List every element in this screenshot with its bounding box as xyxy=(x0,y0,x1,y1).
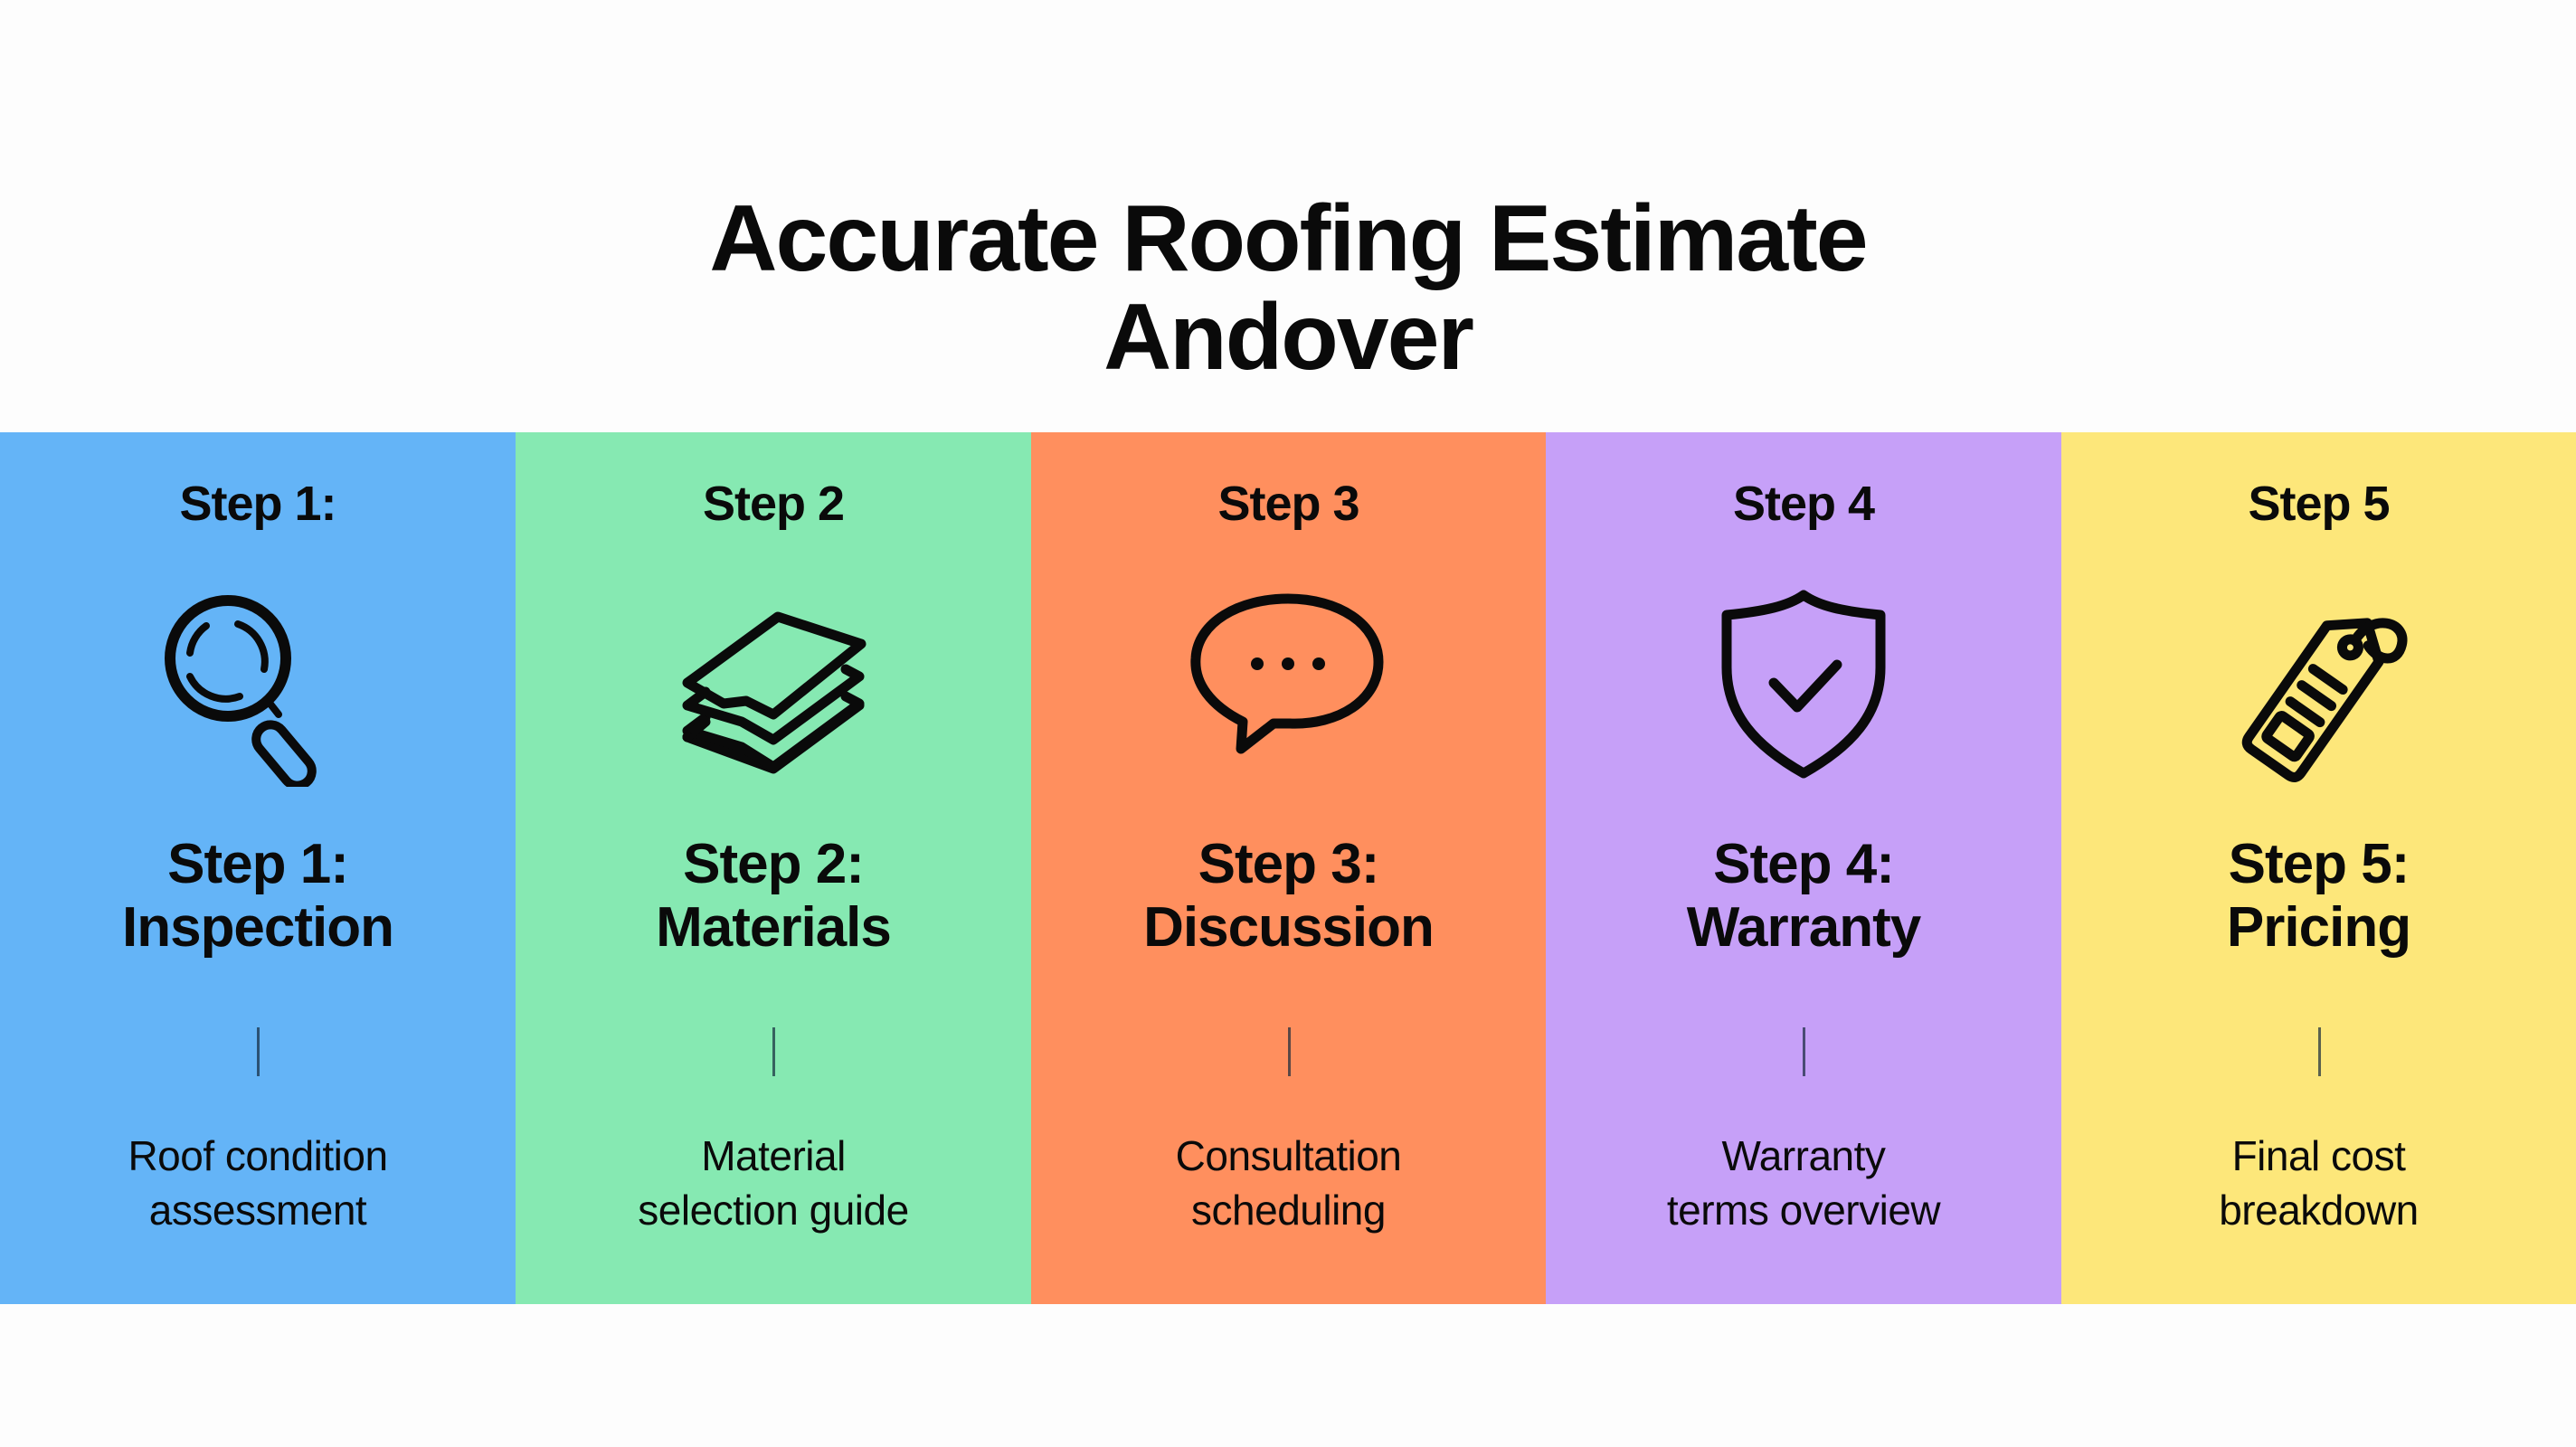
step-panel-2: Step 2 Step 2: Materials Material select… xyxy=(516,432,1031,1304)
chat-bubble-icon xyxy=(1185,588,1393,787)
step-title: Step 4: Warranty xyxy=(1686,833,1921,959)
shield-check-icon xyxy=(1700,588,1908,787)
page-title: Accurate Roofing Estimate Andover xyxy=(0,185,2576,390)
divider xyxy=(772,1027,775,1076)
steps-row: Step 1: Step 1: Inspection Roof conditio… xyxy=(0,432,2576,1304)
step-description: Consultation scheduling xyxy=(1175,1132,1402,1234)
step-title: Step 5: Pricing xyxy=(2226,833,2411,959)
step-description: Warranty terms overview xyxy=(1666,1132,1941,1234)
divider xyxy=(1287,1027,1291,1076)
step-title: Step 3: Discussion xyxy=(1143,833,1435,959)
step-panel-3: Step 3 Step 3: Discussion Consultation s… xyxy=(1031,432,1546,1304)
title-line-2: Andover xyxy=(1103,284,1474,390)
step-label: Step 1: xyxy=(179,477,336,531)
step-panel-5: Step 5 Step 5: Pricing Final cost bre xyxy=(2061,432,2576,1304)
divider xyxy=(257,1027,260,1076)
step-label: Step 4 xyxy=(1732,477,1875,531)
magnifying-glass-icon xyxy=(154,588,362,787)
layers-stack-icon xyxy=(669,588,877,787)
step-label: Step 5 xyxy=(2248,477,2390,531)
step-description: Roof condition assessment xyxy=(128,1132,388,1234)
step-panel-1: Step 1: Step 1: Inspection Roof conditio… xyxy=(0,432,516,1304)
divider xyxy=(2317,1027,2321,1076)
step-panel-4: Step 4 Step 4: Warranty Warranty terms o… xyxy=(1546,432,2061,1304)
price-tag-icon xyxy=(2215,588,2423,787)
step-description: Material selection guide xyxy=(638,1132,909,1234)
step-title: Step 1: Inspection xyxy=(121,833,394,959)
step-label: Step 2 xyxy=(702,477,845,531)
title-line-1: Accurate Roofing Estimate xyxy=(709,185,1868,291)
step-description: Final cost breakdown xyxy=(2219,1132,2419,1234)
divider xyxy=(1803,1027,1805,1076)
step-label: Step 3 xyxy=(1217,477,1359,531)
step-title: Step 2: Materials xyxy=(656,833,892,959)
